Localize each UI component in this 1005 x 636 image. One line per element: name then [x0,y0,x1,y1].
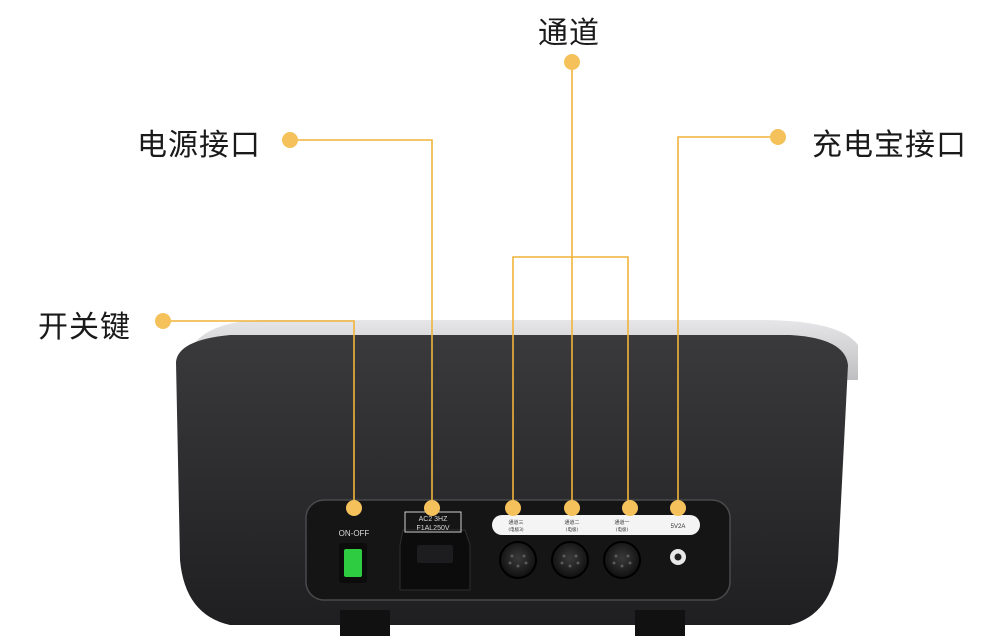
switch-callout-label: 开关键 [38,310,131,345]
channel2-label: 通道二 [564,519,579,526]
switch-label: ON-OFF [339,529,370,538]
usb-label: 5V2A [671,524,686,530]
channel-callout-label: 通道 [538,16,600,51]
channel2-jack[interactable] [551,541,589,579]
power-rating-line1: AC2 3HZ [419,516,449,523]
callout-dots [155,54,786,516]
channel3-jack[interactable] [499,541,537,579]
power-port-callout-label: 电源接口 [137,128,261,163]
device-foot-left [340,610,390,636]
channel1-target-dot [622,500,638,516]
channel2-sub: (电极) [566,526,579,533]
power-socket-fuse [417,545,453,563]
channel2-target-dot [564,500,580,516]
usb-port-hole [674,553,682,561]
power-rating-line2: F1AL250V [416,525,449,532]
channel3-sub: (电极3) [508,526,524,533]
callout-lines [163,62,778,508]
channel3-target-dot [505,500,521,516]
usb-target-dot [670,500,686,516]
power-target-dot [424,500,440,516]
channel-callout-dot [564,54,580,70]
powerbank-callout-dot [770,129,786,145]
channel3-label: 通道三 [508,519,523,526]
channel1-jack[interactable] [603,541,641,579]
jack-pins [508,554,632,568]
switch-target-dot [346,500,362,516]
channel-label-strip [492,515,700,535]
power-callout-dot [282,132,298,148]
channel1-sub: (电极) [616,526,629,533]
power-bank-callout-label: 充电宝接口 [812,128,967,163]
switch-callout-dot [155,313,171,329]
power-switch[interactable] [344,549,362,577]
device-foot-right [635,610,685,636]
channel1-label: 通道一 [614,519,629,526]
